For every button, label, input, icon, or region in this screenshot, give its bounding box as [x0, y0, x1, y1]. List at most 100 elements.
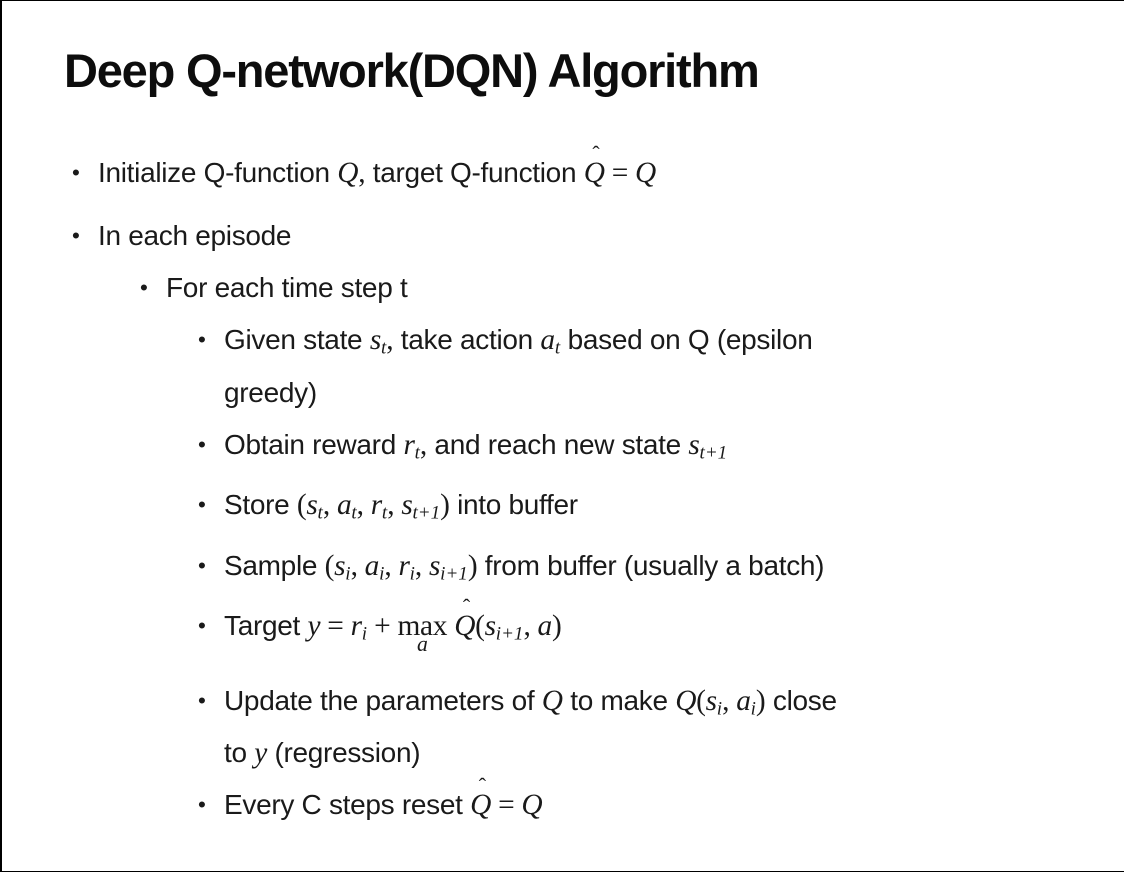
bullet-item: • Obtain reward rt, and reach new state s… [2, 423, 1124, 476]
text-run: into buffer [449, 489, 578, 521]
math-subscript: t [381, 502, 388, 524]
math-run: a [537, 610, 553, 643]
bullet-content: For each time step t [166, 266, 408, 310]
math-run: s [334, 549, 346, 582]
math-operator: , [414, 549, 430, 582]
text-run: Obtain reward [224, 428, 404, 460]
bullet-item: • Update the parameters of Q to make Q(si… [2, 679, 1124, 776]
math-run: Q [635, 157, 656, 189]
math-operator: , [523, 610, 538, 643]
bullet-marker: • [198, 431, 206, 457]
math-run: y [254, 737, 267, 770]
math-run: s [688, 428, 700, 461]
math-operator: , [356, 489, 371, 522]
math-subscript: i [409, 563, 415, 585]
math-run: r [398, 549, 410, 582]
math-operator: = [604, 157, 636, 189]
bullet-content: Obtain reward rt, and reach new state st… [224, 423, 727, 476]
math-operator: ) [440, 489, 450, 522]
text-run: greedy) [224, 376, 317, 408]
text-run: Every C steps reset [224, 789, 471, 821]
bullet-item: • Sample (si, ai, ri, si+1) from buffer (… [2, 544, 1124, 597]
math-run: s [369, 324, 381, 356]
math-run: s [306, 489, 318, 522]
bullet-item: • For each time step t [2, 266, 1124, 310]
math-subscript: i [379, 563, 385, 585]
math-subscript: i [345, 563, 351, 585]
bullet-content: Sample (si, ai, ri, si+1) from buffer (u… [224, 544, 825, 597]
math-operator: ( [475, 610, 485, 643]
math-run: y [307, 610, 321, 643]
math-run: Q [337, 157, 359, 189]
math-operator: ( [324, 549, 335, 582]
bullet-item: • Initialize Q-function Q, target Q-funct… [2, 143, 1124, 195]
math-operator: + [367, 610, 398, 643]
math-run: r [403, 428, 415, 461]
bullet-content: In each episode [98, 214, 292, 258]
bullet-content: Given state st, take action at based on … [224, 318, 813, 415]
bullet-list: • Initialize Q-function Q, target Q-funct… [2, 143, 1124, 827]
math-operator: , [419, 428, 427, 461]
math-subscript: i [361, 623, 368, 645]
bullet-content: Initialize Q-function Q, target Q-functi… [98, 143, 656, 195]
math-operator: , [386, 324, 394, 356]
bullet-marker: • [72, 223, 80, 248]
math-run: a [336, 489, 352, 522]
math-operator: , [387, 489, 402, 522]
math-run: r [350, 610, 362, 643]
text-run: target Q-function [365, 157, 584, 188]
bullet-content: Store (st, at, rt, st+1) into buffer [224, 483, 578, 536]
math-operator: = [320, 610, 351, 643]
text-run: to [224, 737, 255, 769]
math-run: r [370, 489, 382, 522]
math-operator: , [722, 684, 737, 717]
math-operator: ) [467, 549, 478, 582]
bullet-marker: • [140, 275, 148, 300]
math-subscript: t [554, 337, 561, 359]
bullet-marker: • [198, 327, 206, 352]
math-run: Q [541, 684, 563, 717]
bullet-marker: • [198, 552, 206, 578]
text-run: Sample [224, 549, 325, 581]
math-run: Q [521, 789, 543, 822]
math-subscript: t [380, 337, 387, 359]
math-operator: , [384, 549, 399, 582]
math-operator: = [491, 789, 522, 822]
bullet-item: •Given state st, take action at based on… [2, 318, 1124, 415]
math-subscript: t+1 [412, 502, 441, 524]
math-run: s [705, 684, 717, 717]
bullet-item: • In each episode [2, 214, 1124, 258]
bullet-content: Update the parameters of Q to make Q(si,… [224, 679, 837, 776]
text-run: take action [393, 324, 541, 355]
text-run: (regression) [266, 737, 421, 769]
math-run: s [484, 610, 496, 643]
math-operator: ) [551, 610, 562, 643]
text-run: close [765, 684, 837, 716]
bullet-marker: • [198, 492, 206, 518]
math-operator: , [350, 549, 365, 582]
math-operator [447, 610, 454, 642]
text-run: In each episode [98, 220, 292, 251]
bullet-marker: • [72, 160, 80, 185]
bullet-marker: • [198, 687, 206, 713]
text-run: to make [562, 684, 676, 716]
math-subscript: i [750, 698, 756, 720]
text-run: Initialize Q-function [98, 157, 338, 188]
bullet-marker: • [198, 613, 206, 639]
text-run: and reach new state [426, 428, 689, 460]
math-operator: , [322, 489, 337, 522]
math-run: a [736, 684, 751, 717]
math-subscript: i [716, 698, 723, 720]
math-operator: ( [696, 684, 706, 717]
math-run: a [364, 549, 380, 582]
math-subscript: t [317, 502, 323, 524]
math-run: a [540, 324, 555, 356]
math-run: Q [675, 684, 697, 717]
math-subscript: t [351, 502, 357, 524]
math-operator: ) [755, 684, 766, 717]
